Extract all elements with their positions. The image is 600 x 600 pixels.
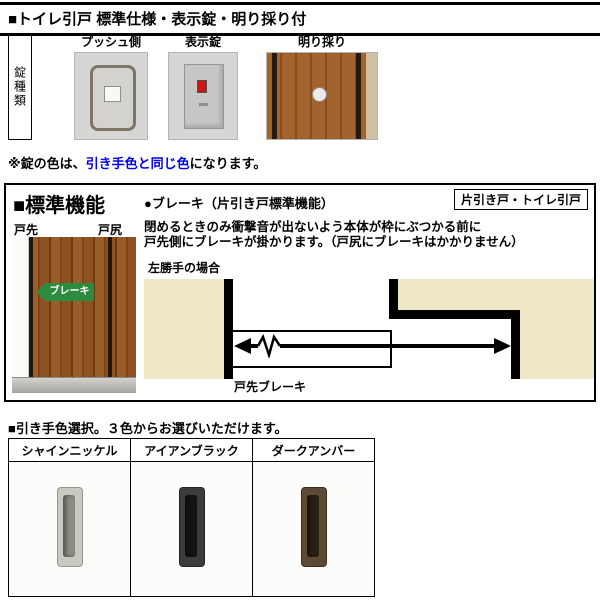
handle-color-table: シャインニッケル アイアンブラック ダークアンバー — [8, 438, 375, 597]
push-plate-shape — [90, 65, 136, 131]
page-title: ■トイレ引戸 標準仕様・表示錠・明り採り付 — [0, 2, 600, 36]
note-prefix: ※錠の色は、 — [8, 156, 86, 171]
door-rear-label: 戸尻 — [98, 223, 123, 237]
handle-pull-image-nickel — [56, 486, 83, 567]
wall-strip — [366, 53, 377, 139]
feature-heading: ■標準機能 — [13, 195, 106, 217]
diagram-door-outline — [230, 330, 392, 368]
door-edge-left — [272, 53, 277, 139]
diagram-right-wall-top — [398, 279, 594, 310]
indicator-red-window — [197, 80, 207, 93]
door-front-brake-caption: 戸先ブレーキ — [234, 380, 307, 394]
standard-feature-box: ■標準機能 ●ブレーキ（片引き戸標準機能） 片引き戸・トイレ引戸 戸先 戸尻 ブ… — [4, 183, 596, 402]
arrow-right-icon — [494, 338, 511, 354]
lock-type-row-label: 錠種類 — [8, 34, 32, 140]
lock-item-push: プッシュ側 — [74, 34, 148, 140]
diagram-left-jamb — [224, 279, 233, 379]
diagram-pocket-edge-inner — [511, 310, 520, 379]
light-hole-icon — [312, 87, 327, 102]
brake-spring-icon — [258, 334, 280, 358]
light-window-image — [266, 52, 378, 140]
handle-color-name-nickel: シャインニッケル — [8, 438, 131, 462]
push-button-shape — [104, 86, 121, 102]
handle-cell-nickel — [8, 461, 131, 597]
arrow-left-icon — [234, 338, 251, 354]
brake-description-line2: 戸先側にブレーキが掛かります。（戸尻にブレーキはかかりません） — [144, 235, 524, 249]
note-highlight: 引き手色と同じ色 — [85, 156, 190, 171]
brake-arrow-badge: ブレーキ — [36, 283, 94, 301]
note-suffix: になります。 — [189, 156, 267, 171]
handle-color-heading: ■引き手色選択。３色からお選びいただけます。 — [8, 421, 288, 436]
door-type-tag: 片引き戸・トイレ引戸 — [453, 189, 588, 210]
handle-color-name-black: アイアンブラック — [130, 438, 253, 462]
light-window-label: 明り採り — [297, 35, 346, 49]
door-edge-right — [356, 53, 361, 139]
door-frame-bar-right — [108, 237, 112, 378]
white-wall — [12, 237, 29, 378]
lock-type-row-label-text: 錠種類 — [12, 66, 27, 108]
indicator-lock-image — [168, 52, 238, 140]
wood-door — [29, 237, 136, 378]
floor-strip — [12, 377, 136, 393]
push-side-label: プッシュ側 — [80, 35, 141, 49]
indicator-slot — [199, 103, 208, 106]
door-photo: ブレーキ — [12, 237, 136, 393]
brake-description-line1: 閉めるときのみ衝撃音が出ないよう本体が枠にぶつかる前に — [144, 220, 482, 234]
handle-pull-image-black — [178, 486, 205, 567]
handle-color-image-row — [8, 461, 375, 597]
diagram-right-wall-side — [520, 310, 594, 379]
door-front-label: 戸先 — [14, 223, 39, 237]
travel-line-right — [280, 344, 494, 348]
push-plate-image — [74, 52, 148, 140]
indicator-plate-shape — [184, 64, 224, 129]
lock-item-indicator: 表示錠 — [168, 34, 238, 140]
left-hand-case-label: 左勝手の場合 — [148, 261, 221, 275]
diagram-pocket-edge-left — [389, 279, 398, 319]
indicator-lock-label: 表示錠 — [184, 35, 221, 49]
door-frame-bar-left — [29, 237, 33, 378]
handle-color-header-row: シャインニッケル アイアンブラック ダークアンバー — [8, 438, 375, 462]
handle-pull-image-amber — [300, 486, 327, 567]
lock-color-note: ※錠の色は、引き手色と同じ色になります。 — [8, 153, 266, 172]
diagram-left-wall — [144, 279, 224, 379]
brake-feature-title: ●ブレーキ（片引き戸標準機能） — [144, 196, 334, 211]
handle-cell-amber — [252, 461, 375, 597]
handle-cell-black — [130, 461, 253, 597]
handle-color-name-amber: ダークアンバー — [252, 438, 375, 462]
lock-item-light: 明り採り — [266, 34, 378, 140]
travel-line-left — [251, 344, 258, 348]
diagram-pocket-edge-top — [389, 310, 520, 319]
